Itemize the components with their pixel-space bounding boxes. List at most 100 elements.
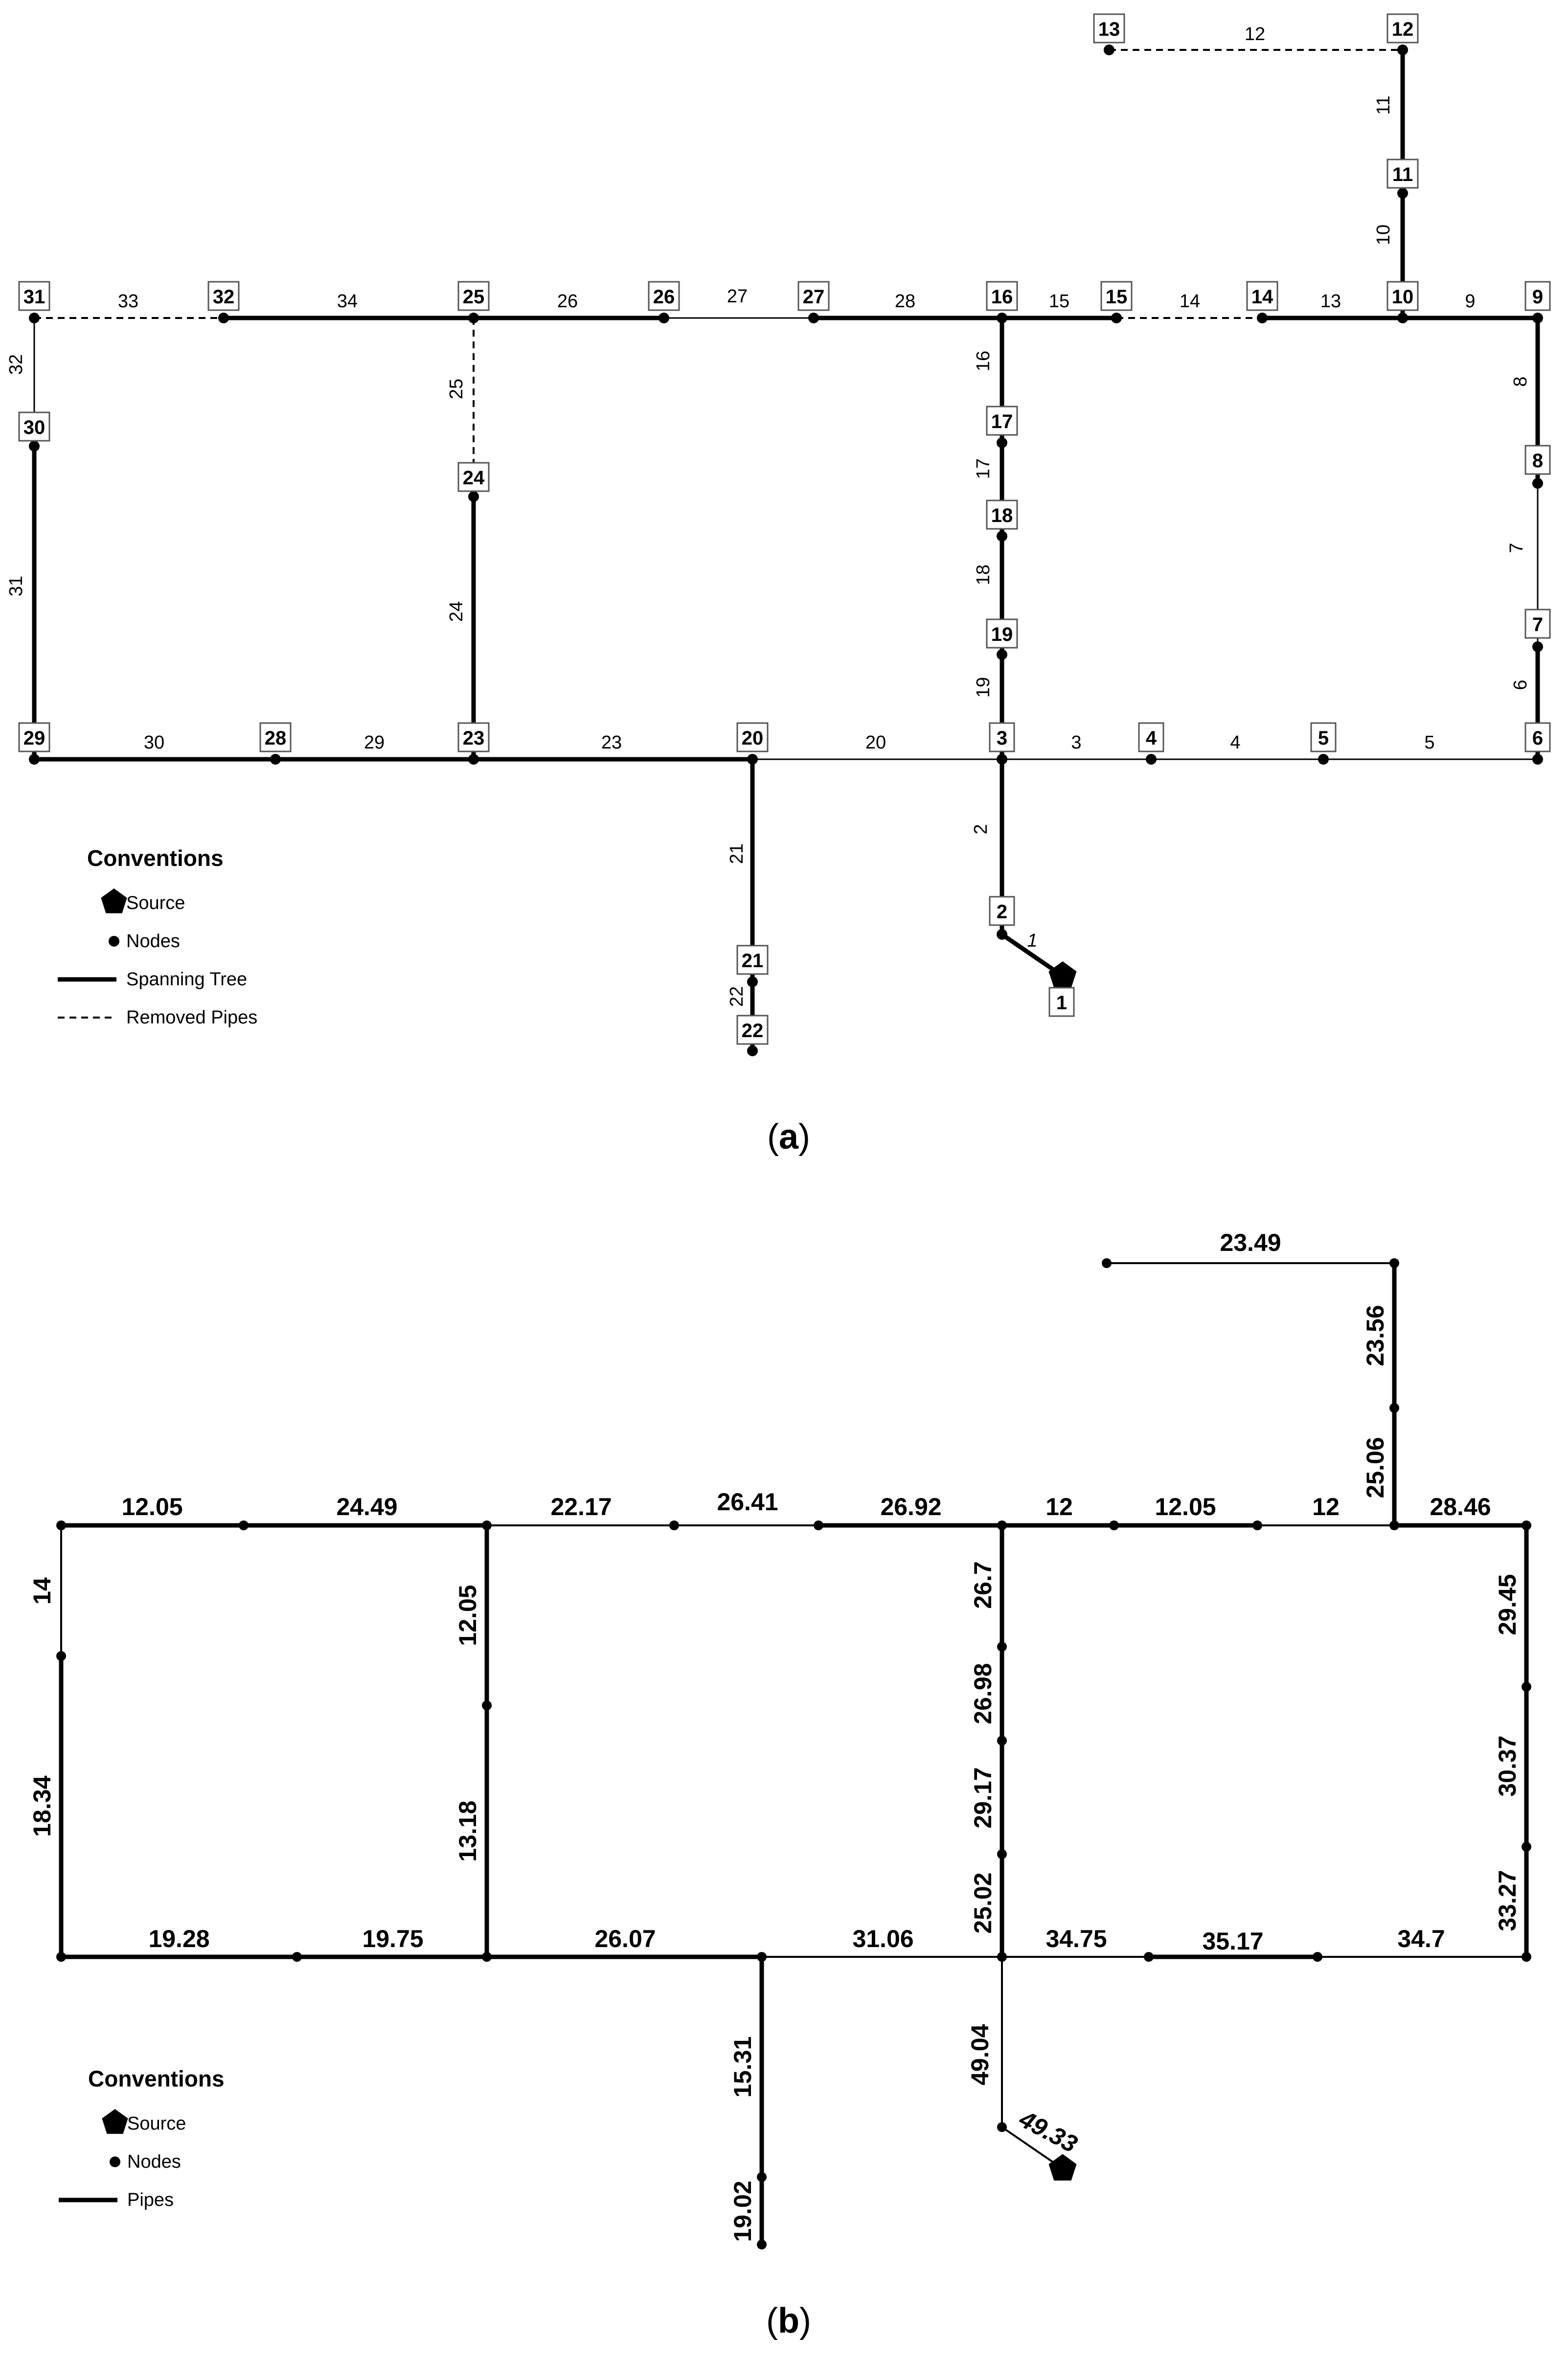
- node-21-a: [747, 976, 758, 987]
- pipe-label-33: 33: [118, 291, 138, 312]
- svg-text:13: 13: [1098, 19, 1120, 40]
- svg-text:18: 18: [991, 505, 1013, 526]
- svg-text:20: 20: [742, 727, 764, 749]
- pipe-value-11: 23.56: [1362, 1305, 1389, 1366]
- pipe-label-19: 19: [973, 677, 994, 698]
- pipe-value-28: 26.92: [880, 1493, 941, 1520]
- node-10-a: [1397, 313, 1408, 323]
- node-32-a: [218, 313, 229, 323]
- node-15-a: [1111, 313, 1122, 323]
- node-label-25: 25: [457, 281, 490, 311]
- node-27-a: [808, 313, 819, 323]
- pipe-label-5: 5: [1424, 732, 1434, 753]
- node-label-9: 9: [1524, 281, 1551, 311]
- node-label-13: 13: [1093, 13, 1125, 44]
- pipe-value-3: 34.75: [1045, 1925, 1107, 1952]
- svg-text:28: 28: [265, 727, 287, 749]
- pipe-value-31: 18.34: [28, 1775, 56, 1837]
- panel-b-caption: (b): [766, 2301, 811, 2340]
- node-label-2: 2: [989, 896, 1015, 926]
- legend-node-icon: [109, 936, 119, 947]
- svg-text:19: 19: [991, 624, 1013, 645]
- pipe-label-20: 20: [865, 732, 886, 753]
- pipe-value-2: 49.04: [966, 2024, 994, 2085]
- legend-title: Conventions: [88, 2066, 225, 2091]
- pipe-value-4: 35.17: [1202, 1928, 1263, 1955]
- node-6-a: [1532, 754, 1543, 765]
- node-9-a: [1532, 313, 1543, 323]
- legend-label: Nodes: [126, 931, 180, 952]
- legend-node-icon: [110, 2156, 120, 2167]
- node-label-16: 16: [986, 281, 1018, 311]
- node-3-b: [997, 1952, 1007, 1962]
- node-6-b: [1522, 1952, 1531, 1962]
- pipe-value-12: 23.49: [1220, 1229, 1281, 1256]
- svg-text:25: 25: [463, 286, 485, 308]
- pipe-label-34: 34: [337, 291, 358, 312]
- node-10-b: [1389, 1520, 1399, 1530]
- node-28-a: [270, 754, 281, 765]
- pipe-value-17: 26.98: [969, 1663, 997, 1724]
- pipe-label-9: 9: [1465, 291, 1475, 312]
- node-2-b: [997, 2122, 1007, 2132]
- svg-text:11: 11: [1392, 164, 1413, 185]
- node-7-b: [1522, 1842, 1531, 1852]
- svg-text:22: 22: [742, 1020, 764, 1042]
- panel-a-nodes: [29, 45, 1543, 1056]
- node-12-b: [1389, 1258, 1399, 1268]
- node-20-a: [747, 754, 758, 765]
- node-28-b: [292, 1952, 302, 1962]
- svg-text:26: 26: [653, 286, 675, 308]
- pipe-value-15: 12: [1045, 1493, 1073, 1520]
- pipe-label-28: 28: [895, 291, 915, 312]
- svg-text:1: 1: [1056, 992, 1067, 1014]
- pipe-value-27: 26.41: [717, 1488, 778, 1516]
- pipe-value-14: 12.05: [1155, 1493, 1216, 1520]
- legend-label: Nodes: [127, 2152, 181, 2172]
- node-label-28: 28: [259, 722, 292, 752]
- svg-text:2: 2: [997, 901, 1007, 923]
- node-5-b: [1313, 1952, 1322, 1962]
- pipe-label-29: 29: [364, 732, 385, 753]
- pipe-label-24: 24: [446, 601, 467, 622]
- pipe-label-11: 11: [1373, 95, 1394, 114]
- pipe-label-4: 4: [1230, 732, 1240, 753]
- node-label-15: 15: [1100, 281, 1133, 311]
- pipe-value-1: 49.33: [1015, 2105, 1082, 2158]
- pipe-value-10: 25.06: [1362, 1437, 1389, 1498]
- node-label-11: 11: [1386, 159, 1419, 189]
- pipe-label-25: 25: [446, 379, 467, 399]
- legend-label: Pipes: [127, 2190, 174, 2210]
- node-24-b: [482, 1701, 492, 1710]
- node-25-a: [468, 313, 479, 323]
- node-8-a: [1532, 478, 1543, 489]
- pipe-value-23: 26.07: [594, 1925, 656, 1952]
- svg-text:14: 14: [1251, 286, 1273, 308]
- node-label-18: 18: [986, 499, 1018, 530]
- pipe-label-8: 8: [1510, 376, 1531, 386]
- node-label-7: 7: [1524, 609, 1551, 639]
- node-20-b: [757, 1952, 767, 1962]
- pipe-value-26: 22.17: [550, 1493, 612, 1520]
- node-label-20: 20: [736, 722, 769, 752]
- pipe-value-32: 14: [28, 1577, 56, 1605]
- node-label-14: 14: [1246, 281, 1278, 311]
- svg-text:7: 7: [1532, 614, 1543, 635]
- node-9-b: [1522, 1520, 1531, 1530]
- node-23-b: [482, 1952, 492, 1962]
- node-label-5: 5: [1310, 722, 1337, 752]
- pipe-label-31: 31: [6, 576, 26, 596]
- svg-text:8: 8: [1532, 450, 1543, 472]
- svg-text:6: 6: [1532, 727, 1543, 749]
- pipe-value-21: 15.31: [729, 2036, 756, 2097]
- svg-text:4: 4: [1146, 727, 1157, 749]
- node-label-21: 21: [736, 945, 769, 975]
- node-14-a: [1257, 313, 1268, 323]
- node-label-3: 3: [989, 722, 1015, 752]
- pipe-value-30: 19.28: [148, 1925, 209, 1952]
- pipe-value-20: 31.06: [852, 1925, 913, 1952]
